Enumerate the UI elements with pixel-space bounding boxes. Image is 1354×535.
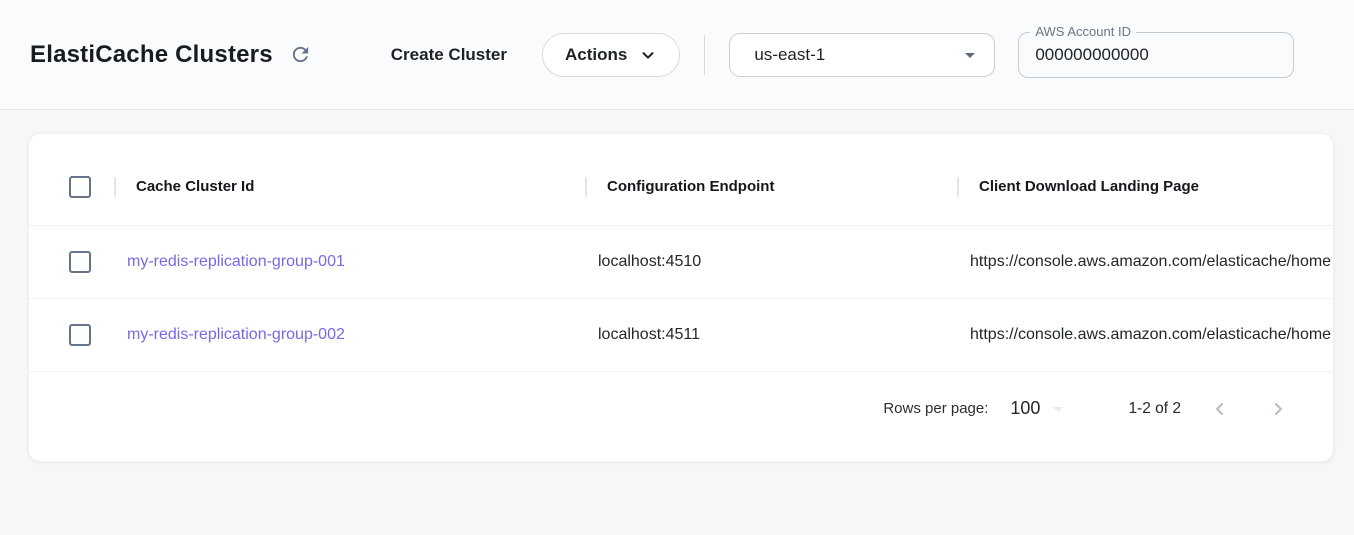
- rows-per-page-label: Rows per page:: [883, 400, 988, 417]
- caret-down-icon: [958, 43, 982, 67]
- header-divider: [704, 35, 705, 75]
- column-header-client-download-landing-page[interactable]: Client Download Landing Page: [957, 148, 1333, 225]
- table-header-row: Cache Cluster Id Configuration Endpoint …: [29, 148, 1333, 226]
- column-separator: [114, 177, 116, 197]
- cell-configuration-endpoint: localhost:4511: [585, 326, 957, 344]
- row-checkbox[interactable]: [69, 251, 91, 273]
- refresh-button[interactable]: [283, 37, 319, 73]
- pagination-range-label: 1-2 of 2: [1128, 400, 1181, 418]
- actions-button[interactable]: Actions: [542, 33, 680, 77]
- chevron-right-icon: [1268, 399, 1288, 419]
- actions-button-label: Actions: [565, 45, 627, 65]
- clusters-table-card: Cache Cluster Id Configuration Endpoint …: [28, 133, 1334, 462]
- column-header-cache-cluster-id[interactable]: Cache Cluster Id: [114, 148, 585, 225]
- cluster-link[interactable]: my-redis-replication-group-001: [127, 253, 345, 270]
- table-pagination: Rows per page: 100 1-2 of 2: [29, 372, 1333, 445]
- cell-cache-cluster-id: my-redis-replication-group-002: [114, 326, 585, 344]
- select-all-checkbox[interactable]: [69, 176, 91, 198]
- row-checkbox-cell: [29, 324, 114, 346]
- header-bar: ElastiCache Clusters Create Cluster Acti…: [0, 0, 1354, 110]
- refresh-icon: [289, 43, 312, 66]
- column-header-label: Client Download Landing Page: [979, 178, 1199, 195]
- aws-account-id-input[interactable]: [1035, 45, 1277, 65]
- region-select[interactable]: us-east-1: [729, 33, 995, 77]
- column-header-label: Cache Cluster Id: [136, 178, 254, 195]
- row-checkbox[interactable]: [69, 324, 91, 346]
- cell-client-download-landing-page: https://console.aws.amazon.com/elasticac…: [957, 326, 1333, 344]
- next-page-button[interactable]: [1259, 390, 1297, 428]
- caret-down-icon: [1046, 397, 1070, 421]
- rows-per-page-value: 100: [1010, 398, 1040, 419]
- column-header-label: Configuration Endpoint: [607, 178, 774, 195]
- aws-account-id-label: AWS Account ID: [1030, 24, 1136, 39]
- chevron-left-icon: [1210, 399, 1230, 419]
- create-cluster-button[interactable]: Create Cluster: [391, 45, 507, 65]
- cell-configuration-endpoint: localhost:4510: [585, 253, 957, 271]
- rows-per-page-select[interactable]: 100: [1010, 397, 1070, 421]
- aws-account-id-field[interactable]: AWS Account ID: [1018, 32, 1294, 78]
- header-checkbox-cell: [29, 176, 114, 198]
- column-separator: [957, 177, 959, 197]
- column-header-configuration-endpoint[interactable]: Configuration Endpoint: [585, 148, 957, 225]
- cluster-link[interactable]: my-redis-replication-group-002: [127, 326, 345, 343]
- page-title: ElastiCache Clusters: [30, 41, 273, 69]
- previous-page-button[interactable]: [1201, 390, 1239, 428]
- region-select-value: us-east-1: [754, 45, 958, 65]
- row-checkbox-cell: [29, 251, 114, 273]
- table-row[interactable]: my-redis-replication-group-002 localhost…: [29, 299, 1333, 372]
- cell-cache-cluster-id: my-redis-replication-group-001: [114, 253, 585, 271]
- chevron-down-icon: [639, 46, 657, 64]
- table-row[interactable]: my-redis-replication-group-001 localhost…: [29, 226, 1333, 299]
- cell-client-download-landing-page: https://console.aws.amazon.com/elasticac…: [957, 253, 1333, 271]
- column-separator: [585, 177, 587, 197]
